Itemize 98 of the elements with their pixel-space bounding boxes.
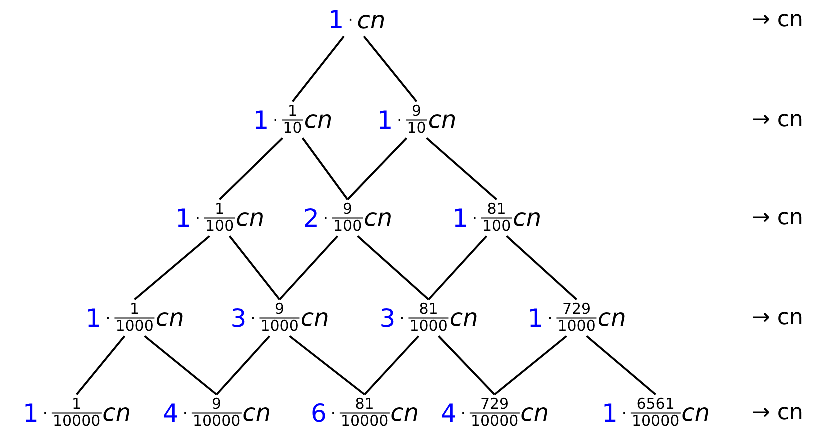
fraction-denominator: 10000 [340, 412, 390, 430]
coefficient: 1 [22, 398, 39, 428]
term: cn [513, 204, 542, 232]
coefficient: 3 [380, 304, 396, 332]
coefficient: 3 [230, 304, 247, 332]
fraction-denominator: 1000 [260, 318, 300, 334]
coefficient: 1 [328, 6, 344, 34]
coefficient: 1 [86, 304, 102, 332]
asymptotic-sum-label: → cn [752, 206, 804, 230]
multiplication-dot: · [460, 404, 466, 422]
term: cn [242, 399, 272, 427]
fraction-numerator: 9 [412, 104, 422, 120]
coefficient: 4 [162, 398, 179, 428]
fraction-numerator: 1 [215, 202, 225, 218]
asymptotic-sum-label: → cn [752, 306, 804, 330]
term: cn [520, 399, 550, 427]
multiplication-dot: · [323, 208, 328, 228]
tree-edge [506, 236, 578, 300]
tree-edge [428, 236, 488, 300]
tree-edge [494, 335, 568, 396]
tree-edge [364, 336, 420, 396]
asymptotic-sum-label: → cn [752, 108, 804, 132]
fraction-numerator: 6561 [636, 396, 675, 412]
fraction-numerator: 9 [275, 302, 285, 318]
fraction-numerator: 9 [343, 202, 353, 218]
multiplication-dot: · [273, 110, 278, 130]
tree-edge [76, 336, 126, 396]
fraction-denominator: 100 [481, 218, 512, 234]
fraction-numerator: 729 [562, 302, 592, 318]
tree-edge [289, 335, 366, 396]
term: cn [300, 304, 330, 332]
multiplication-dot: · [330, 404, 336, 422]
term: cn [682, 399, 710, 427]
fraction-numerator: 81 [419, 302, 438, 318]
fraction-denominator: 10000 [52, 412, 102, 430]
multiplication-dot: · [397, 110, 402, 130]
fraction-denominator: 100 [332, 218, 364, 234]
term: cn [450, 304, 478, 332]
multiplication-dot: · [400, 308, 405, 328]
multiplication-dot: · [42, 404, 48, 422]
coefficient: 1 [602, 398, 618, 428]
tree-edge [229, 236, 281, 300]
coefficient: 1 [452, 204, 468, 232]
coefficient: 2 [303, 204, 320, 232]
asymptotic-sum-label: → cn [752, 400, 804, 426]
multiplication-dot: · [472, 208, 478, 228]
tree-edge [219, 138, 284, 200]
fraction-denominator: 10 [406, 120, 428, 136]
term: cn [156, 304, 184, 332]
term: cn [357, 6, 386, 34]
fraction-numerator: 1 [72, 396, 82, 412]
term: cn [304, 106, 333, 134]
coefficient: 1 [528, 304, 544, 332]
term: cn [428, 106, 457, 134]
multiplication-dot: · [182, 404, 188, 422]
fraction-denominator: 100 [204, 218, 236, 234]
coefficient: 4 [440, 398, 457, 428]
tree-edge [363, 36, 418, 102]
tree-edge [302, 138, 349, 200]
fraction-numerator: 81 [487, 202, 506, 218]
tree-edge [292, 36, 345, 102]
fraction-denominator: 1000 [556, 318, 597, 334]
tree-edge [347, 138, 408, 200]
tree-edge [357, 236, 430, 300]
multiplication-dot: · [106, 308, 111, 328]
multiplication-dot: · [548, 308, 553, 328]
fraction-numerator: 729 [480, 396, 510, 412]
fraction-numerator: 1 [288, 104, 298, 120]
coefficient: 6 [310, 398, 327, 428]
term: cn [598, 304, 626, 332]
term: cn [236, 204, 265, 232]
fraction-numerator: 81 [355, 396, 374, 412]
tree-edge [216, 336, 271, 396]
coefficient: 1 [253, 106, 270, 134]
fraction-numerator: 9 [212, 396, 222, 412]
multiplication-dot: · [348, 10, 354, 30]
fraction-denominator: 10 [282, 120, 304, 136]
multiplication-dot: · [622, 404, 627, 422]
asymptotic-sum-label: → cn [752, 8, 804, 32]
multiplication-dot: · [250, 308, 256, 328]
fraction-denominator: 10000 [192, 412, 242, 430]
tree-edge [586, 335, 656, 396]
coefficient: 1 [175, 204, 192, 232]
fraction-denominator: 10000 [470, 412, 520, 430]
multiplication-dot: · [195, 208, 200, 228]
coefficient: 1 [377, 106, 394, 134]
fraction-denominator: 10000 [630, 412, 681, 430]
term: cn [102, 399, 132, 427]
fraction-denominator: 1000 [408, 318, 449, 334]
term: cn [364, 204, 393, 232]
fraction-denominator: 1000 [114, 318, 155, 334]
term: cn [390, 399, 420, 427]
fraction-numerator: 1 [130, 302, 140, 318]
tree-edge [279, 236, 339, 300]
tree-edge [426, 138, 498, 200]
tree-edge [134, 235, 210, 301]
tree-edge [438, 336, 496, 396]
tree-edge [144, 335, 218, 396]
